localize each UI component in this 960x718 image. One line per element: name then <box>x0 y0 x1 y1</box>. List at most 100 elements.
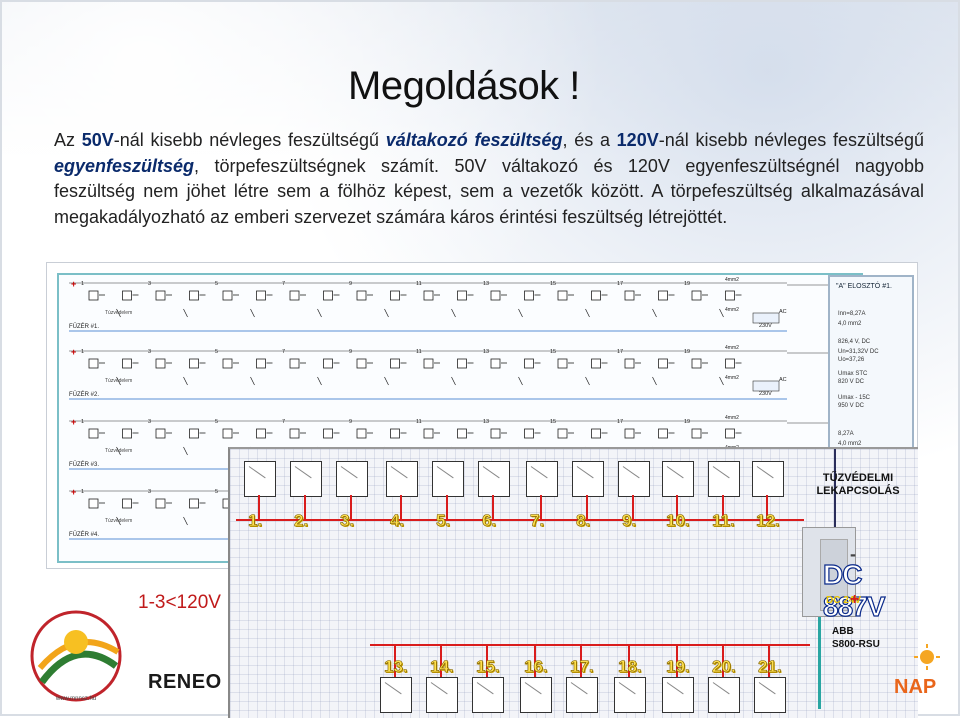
pv-module <box>155 358 166 369</box>
pv-module <box>390 290 400 301</box>
switch-contact <box>116 308 121 318</box>
pv-module <box>323 290 333 301</box>
pv-module <box>189 358 199 369</box>
pv-module <box>256 428 266 439</box>
slide-title: Megoldások ! <box>348 64 580 108</box>
pv-module <box>256 290 266 301</box>
panel-spec-line: Umax STC <box>838 371 868 377</box>
pv-panel <box>526 461 558 497</box>
panel-lead <box>586 495 588 519</box>
pv-module <box>122 358 132 369</box>
pv-panel <box>244 461 276 497</box>
pv-panel <box>708 677 740 713</box>
string-label: FŰZÉR #1. <box>69 323 99 330</box>
fire-shutdown-label: TŰZVÉDELMI LEKAPCSOLÁS <box>816 472 900 497</box>
device-brand: ABB <box>832 626 854 637</box>
panel-lead <box>394 645 396 677</box>
pv-module <box>423 428 434 439</box>
switch-contact <box>384 376 389 386</box>
paragraph-run: 50V <box>81 130 114 150</box>
pv-module <box>591 290 601 301</box>
pv-panel <box>614 677 646 713</box>
panel-number: 3. <box>340 511 355 531</box>
pv-module <box>289 428 300 439</box>
string-label: FŰZÉR #2. <box>69 391 99 398</box>
panel-lead <box>580 645 582 677</box>
module-number: 15 <box>550 281 556 287</box>
panel-lead <box>350 495 352 519</box>
pv-module <box>457 358 467 369</box>
switch-contact <box>116 516 121 526</box>
switch-contact <box>719 376 724 386</box>
pv-module <box>691 428 702 439</box>
feed-line <box>818 599 821 709</box>
pv-module <box>122 428 132 439</box>
pv-panel <box>708 461 740 497</box>
paragraph-run: váltakozó feszültség <box>385 130 563 150</box>
panel-spec-line: Inn=8,27A <box>838 311 866 317</box>
panel-lead <box>722 645 724 677</box>
plus-marker: + <box>71 347 76 357</box>
pv-module <box>289 358 300 369</box>
panel-number: 15. <box>476 657 500 677</box>
paragraph-run: egyenfeszültség <box>54 155 195 176</box>
cable-size-label: 4mm2 <box>725 375 739 381</box>
module-number: 1 <box>81 349 84 355</box>
pv-module <box>624 290 635 301</box>
panel-spec-line: Un=31,32V DC <box>838 349 879 355</box>
panel-number: 21. <box>758 657 782 677</box>
pv-module <box>390 358 400 369</box>
plus-marker: + <box>71 417 76 427</box>
panel-number: 4. <box>390 511 405 531</box>
panel-lead <box>486 645 488 677</box>
pv-module <box>289 290 300 301</box>
panel-spec-line: 4,0 mm2 <box>838 441 862 447</box>
pv-panel <box>478 461 510 497</box>
minus-terminal: - <box>850 544 856 564</box>
plus-terminal: + <box>850 591 860 608</box>
pv-module <box>256 358 266 369</box>
pv-panel <box>662 461 694 497</box>
pv-module <box>524 358 534 369</box>
inverter-block <box>752 312 780 324</box>
pv-module <box>189 498 199 509</box>
panel-number: 17. <box>570 657 594 677</box>
paragraph-run: -nál kisebb névleges feszültségű <box>113 130 386 150</box>
panel-number: 20. <box>712 657 736 677</box>
pv-module <box>122 498 132 509</box>
panel-lead <box>258 495 260 519</box>
module-number: 17 <box>617 349 623 355</box>
panel-lead <box>540 495 542 519</box>
module-number: 1 <box>81 419 84 425</box>
switch-contact <box>652 376 657 386</box>
panel-lead <box>628 645 630 677</box>
pv-module <box>155 428 166 439</box>
top-bus <box>236 519 804 521</box>
pv-module <box>189 290 199 301</box>
panel-lead <box>534 645 536 677</box>
ac-label: AC <box>779 309 787 315</box>
pv-module <box>524 290 534 301</box>
left-company-name: RENEO <box>148 671 222 693</box>
module-number: 5 <box>215 349 218 355</box>
module-number: 3 <box>148 281 151 287</box>
switch-contact <box>518 376 523 386</box>
pv-module <box>658 290 668 301</box>
pv-module <box>591 428 601 439</box>
panel-number: 18. <box>618 657 642 677</box>
switch-contact <box>183 376 188 386</box>
pv-module <box>423 290 434 301</box>
inverter-block <box>752 380 780 392</box>
pv-module <box>725 358 735 369</box>
switch-contact <box>652 308 657 318</box>
pv-module <box>624 428 635 439</box>
module-number: 3 <box>148 349 151 355</box>
panel-number: 14. <box>430 657 454 677</box>
panel-title: "A" ELOSZTÓ #1. <box>836 283 892 290</box>
module-number: 5 <box>215 419 218 425</box>
device-label: ABB S800-RSU <box>832 625 880 651</box>
panel-number: 12. <box>756 511 780 531</box>
panel-number: 8. <box>576 511 591 531</box>
switch-contact <box>451 376 456 386</box>
panel-lead <box>676 495 678 519</box>
